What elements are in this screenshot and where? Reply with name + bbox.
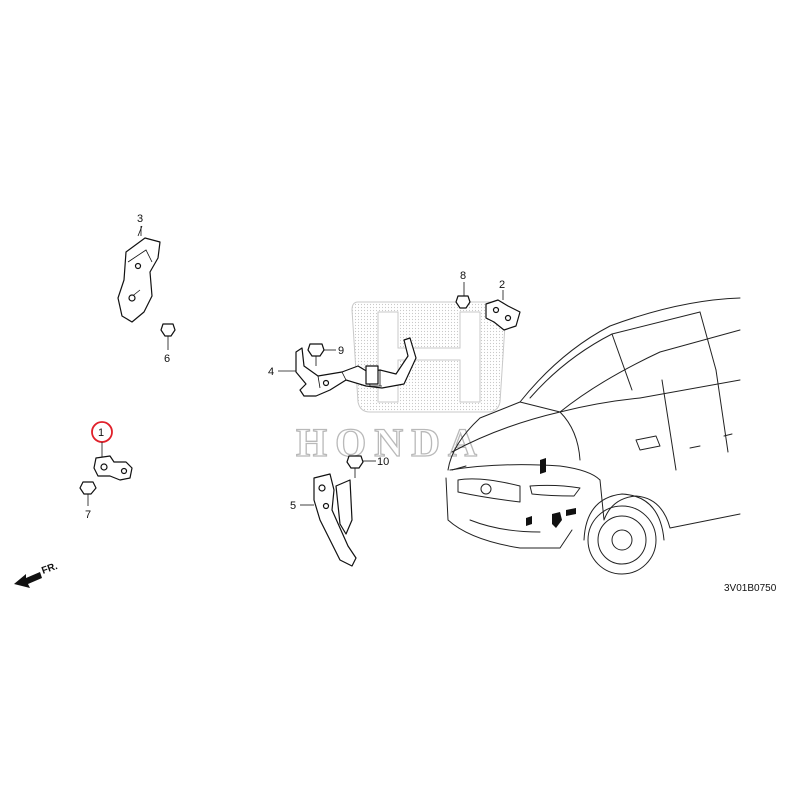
vehicle-outline — [445, 297, 741, 575]
front-direction-arrow: FR. — [14, 561, 59, 588]
callout-3: 3 — [137, 213, 143, 225]
part-7-nut[interactable] — [79, 481, 97, 506]
callout-5: 5 — [290, 500, 296, 512]
callout-7: 7 — [85, 509, 91, 521]
callout-4: 4 — [268, 366, 274, 378]
callout-9: 9 — [338, 345, 344, 357]
part-9-bolt[interactable] — [307, 343, 325, 366]
callout-10: 10 — [377, 456, 389, 468]
harness-location-marks — [526, 458, 576, 528]
callout-2: 2 — [499, 279, 505, 291]
callout-1: 1 — [98, 427, 104, 439]
callout-8: 8 — [460, 270, 466, 282]
part-1-bracket[interactable] — [93, 455, 133, 481]
part-4-stay[interactable] — [295, 337, 417, 397]
part-10-bolt[interactable] — [346, 455, 364, 478]
honda-wordmark: HONDA — [296, 420, 485, 465]
part-5-bracket[interactable] — [313, 473, 357, 567]
honda-h-logo — [351, 301, 507, 413]
part-3-bracket[interactable] — [117, 225, 161, 323]
svg-text:FR.: FR. — [40, 561, 59, 577]
part-8-bolt[interactable] — [455, 295, 471, 309]
part-6-bolt[interactable] — [160, 323, 176, 350]
callout-6: 6 — [164, 353, 170, 365]
part-2-bracket[interactable] — [485, 299, 521, 331]
diagram-code: 3V01B0750 — [724, 583, 777, 594]
